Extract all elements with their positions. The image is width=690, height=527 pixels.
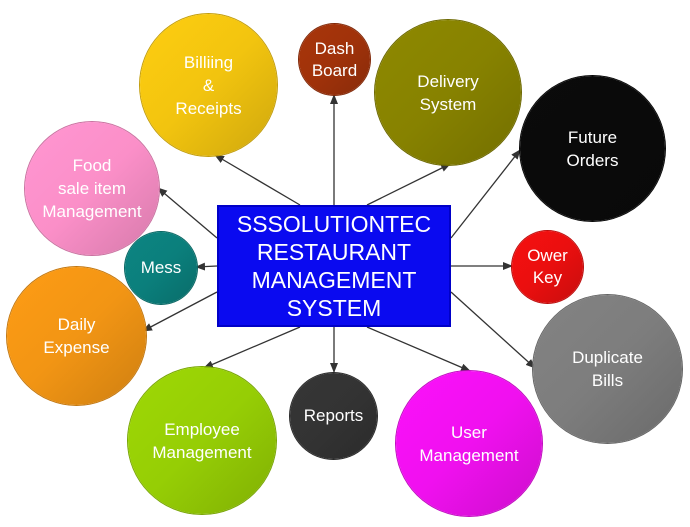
node-label: Dash Board <box>311 38 358 80</box>
node-label: Food sale item Management <box>42 156 142 221</box>
node-label: Employee Management <box>152 419 252 462</box>
node-food-sale-item-management[interactable]: Food sale item Management <box>25 122 159 255</box>
edge-duplicate-bills <box>450 291 536 369</box>
node-label: Daily Expense <box>43 315 110 357</box>
node-dashboard[interactable]: Dash Board <box>299 24 370 95</box>
node-billing-receipts[interactable]: Billiing & Receipts <box>140 14 277 156</box>
node-duplicate-bills[interactable]: Duplicate Bills <box>533 295 682 443</box>
edge-employee-management <box>203 326 301 369</box>
node-reports[interactable]: Reports <box>290 373 377 459</box>
node-label: Ower Key <box>527 246 568 287</box>
central-node-label: SSSOLUTIONTEC RESTAURANT MANAGEMENT SYST… <box>236 211 432 321</box>
central-node-restaurant-management-system[interactable]: SSSOLUTIONTEC RESTAURANT MANAGEMENT SYST… <box>217 205 451 327</box>
edge-user-management <box>366 326 471 372</box>
node-label: Duplicate Bills <box>572 348 643 390</box>
node-label: Delivery System <box>417 71 479 114</box>
node-label: Billiing & Receipts <box>175 52 242 118</box>
edge-delivery <box>366 163 451 206</box>
node-label: Mess <box>140 258 182 277</box>
node-label: Reports <box>303 406 364 425</box>
node-daily-expense[interactable]: Daily Expense <box>7 267 146 405</box>
edge-future-orders <box>450 149 521 239</box>
node-owner-key[interactable]: Ower Key <box>512 231 583 303</box>
node-mess[interactable]: Mess <box>125 232 197 304</box>
node-user-management[interactable]: User Management <box>396 371 542 516</box>
edge-food-sale-item <box>157 187 218 239</box>
node-employee-management[interactable]: Employee Management <box>128 367 276 514</box>
node-future-orders[interactable]: Future Orders <box>520 76 665 221</box>
edge-daily-expense <box>142 291 218 332</box>
edge-billing <box>214 154 301 206</box>
node-delivery-system[interactable]: Delivery System <box>375 20 521 165</box>
node-label: Future Orders <box>566 127 619 170</box>
edge-mess <box>195 262 218 271</box>
node-label: User Management <box>419 422 519 465</box>
